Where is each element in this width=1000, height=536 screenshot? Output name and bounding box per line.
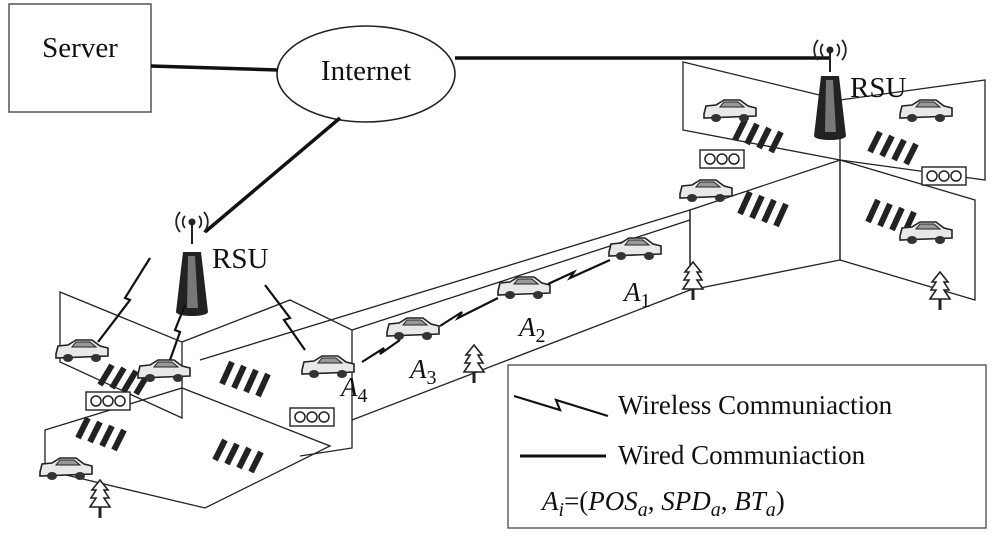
label-a3: A3 (408, 354, 437, 389)
tree-icon (88, 478, 112, 520)
rsu-left: RSU (175, 211, 268, 316)
wireless-links (97, 257, 611, 363)
internet-label: Internet (321, 55, 411, 87)
rsu-tower (814, 76, 846, 140)
traffic-light-icon (921, 166, 967, 186)
legend-wireless-label: Wireless Communiaction (618, 390, 893, 420)
lightning-icon (264, 284, 306, 351)
car-icon (386, 317, 440, 341)
lightning-icon (439, 297, 499, 327)
car-icon (39, 457, 93, 481)
lightning-icon (547, 258, 611, 285)
car-icon (55, 339, 109, 363)
label-a4: A4 (339, 372, 368, 407)
wired-link-internet-rsu-left (203, 116, 342, 234)
tree-icon (928, 270, 952, 312)
car-icon (679, 179, 733, 203)
antenna-icon (175, 211, 209, 245)
wired-links (150, 56, 830, 234)
rsu-right: RSU (813, 39, 906, 140)
antenna-icon (813, 39, 847, 73)
lightning-icon (361, 339, 401, 363)
traffic-light-icon (85, 391, 131, 411)
car-icon (899, 99, 953, 123)
vehicle-labels: A1 A2 A3 A4 (339, 277, 651, 407)
tree-icon (681, 260, 705, 302)
car-icon (703, 99, 757, 123)
crosswalks (75, 118, 919, 474)
car-icon (608, 237, 662, 261)
legend-wired-label: Wired Communiaction (618, 440, 866, 470)
label-a2: A2 (517, 312, 546, 347)
internet-node: Internet (276, 25, 456, 123)
lightning-icon (513, 394, 609, 418)
tree-icon (462, 343, 486, 385)
traffic-light-icon (699, 149, 745, 169)
legend-formula: Ai=(POSa, SPDa, BTa) (540, 486, 785, 521)
lightning-icon (97, 257, 151, 343)
traffic-light-icon (289, 407, 335, 427)
rsu-right-label: RSU (850, 72, 906, 104)
label-a1: A1 (622, 277, 651, 312)
rsu-left-label: RSU (212, 243, 268, 275)
server-node: Server (8, 3, 152, 113)
wired-link-server-internet (150, 64, 279, 72)
legend: Wireless Communiaction Wired Communiacti… (507, 364, 987, 529)
rsu-tower (176, 252, 208, 316)
lightning-icon (168, 304, 187, 361)
server-label: Server (42, 32, 118, 64)
